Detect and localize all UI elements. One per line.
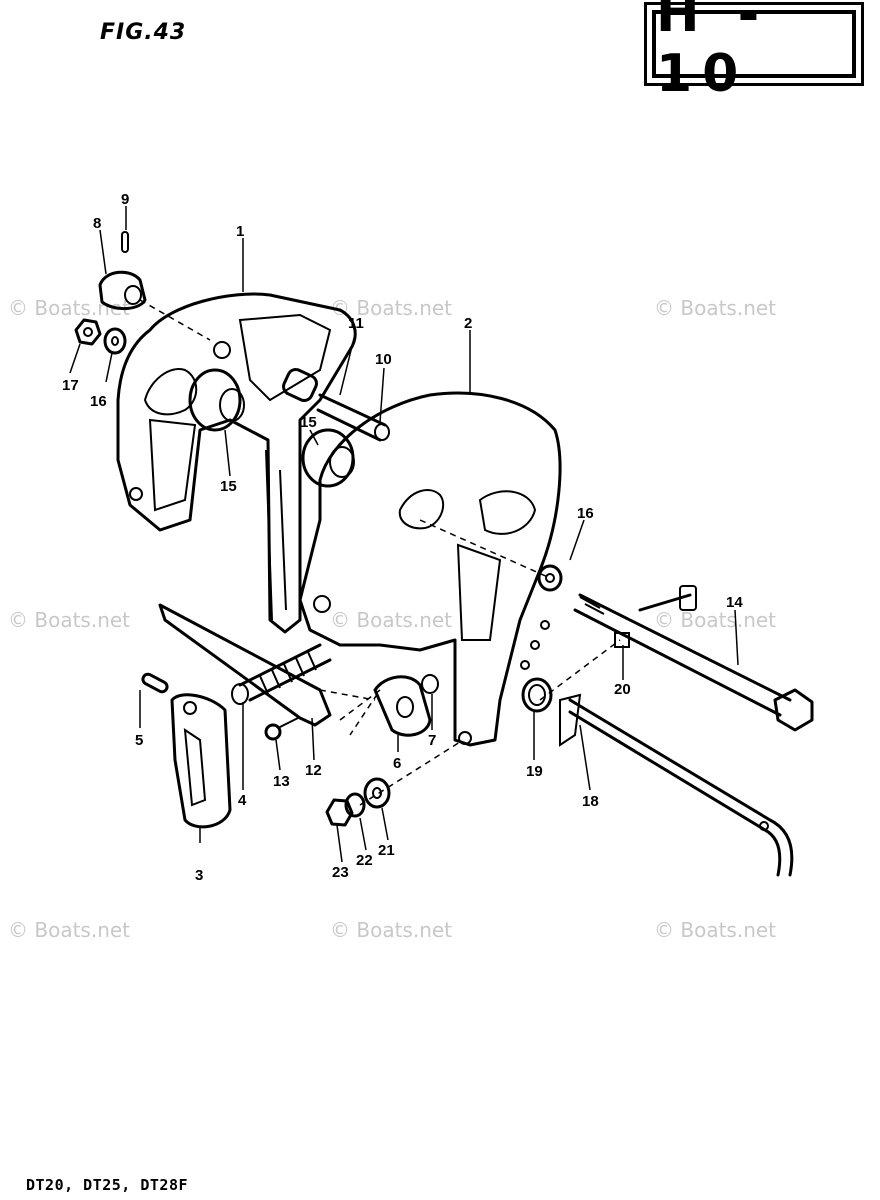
watermark: © Boats.net [8,918,131,942]
callout-11: 11 [348,315,364,332]
callout-10: 10 [375,351,392,368]
clamp-bracket-right [298,391,562,747]
bushing-right [301,428,355,488]
o-ring [421,674,439,694]
watermark: © Boats.net [654,608,777,632]
washer-21 [363,777,391,809]
callout-16b: 16 [90,393,107,410]
callout-12: 12 [305,762,322,779]
cap-nut [98,270,147,310]
callout-14: 14 [726,594,743,611]
small-bolt [614,585,697,648]
screw-13 [264,717,299,741]
callout-20: 20 [614,681,631,698]
watermark: © Boats.net [330,918,453,942]
watermark: © Boats.net [8,608,131,632]
callout-2: 2 [464,315,472,332]
pivot-pin [316,393,390,442]
clamp-pad [170,693,232,829]
callout-23: 23 [332,864,349,881]
knob-cap [373,675,432,737]
callout-22: 22 [356,852,373,869]
watermark: © Boats.net [330,296,453,320]
callout-19: 19 [526,763,543,780]
watermark: © Boats.net [654,918,777,942]
bushing-left [188,368,245,432]
callout-8: 8 [93,215,101,232]
figure-label: FIG.43 [100,20,187,45]
callout-9: 9 [121,191,129,208]
model-list: DT20, DT25, DT28F [26,1176,189,1194]
tilt-rod [559,693,794,877]
callout-5: 5 [135,732,143,749]
clamp-screw [158,603,332,727]
callout-17: 17 [62,377,79,394]
clamp-bracket-left [116,292,357,634]
callout-15b: 15 [300,414,317,431]
callout-7: 7 [428,732,436,749]
watermark: © Boats.net [8,296,131,320]
watermark: © Boats.net [654,296,777,320]
callout-16a: 16 [577,505,594,522]
callout-13: 13 [273,773,290,790]
callout-4: 4 [238,792,247,809]
washer-16-right [537,564,563,592]
spring [521,677,553,713]
cotter-pin [121,231,129,253]
callout-18: 18 [582,793,599,810]
tube-collar [282,368,318,402]
callout-1: 1 [236,223,244,240]
washer-16-left [103,327,127,355]
watermark: © Boats.net [330,608,453,632]
lock-washer-22 [344,792,366,818]
pin-5 [141,672,169,694]
callout-21: 21 [378,842,395,859]
callout-6: 6 [393,755,401,772]
hex-nut-17 [74,318,102,346]
callout-3: 3 [195,867,203,884]
callout-15a: 15 [220,478,237,495]
clamp-bolt [573,593,814,732]
nut-23 [325,798,354,827]
